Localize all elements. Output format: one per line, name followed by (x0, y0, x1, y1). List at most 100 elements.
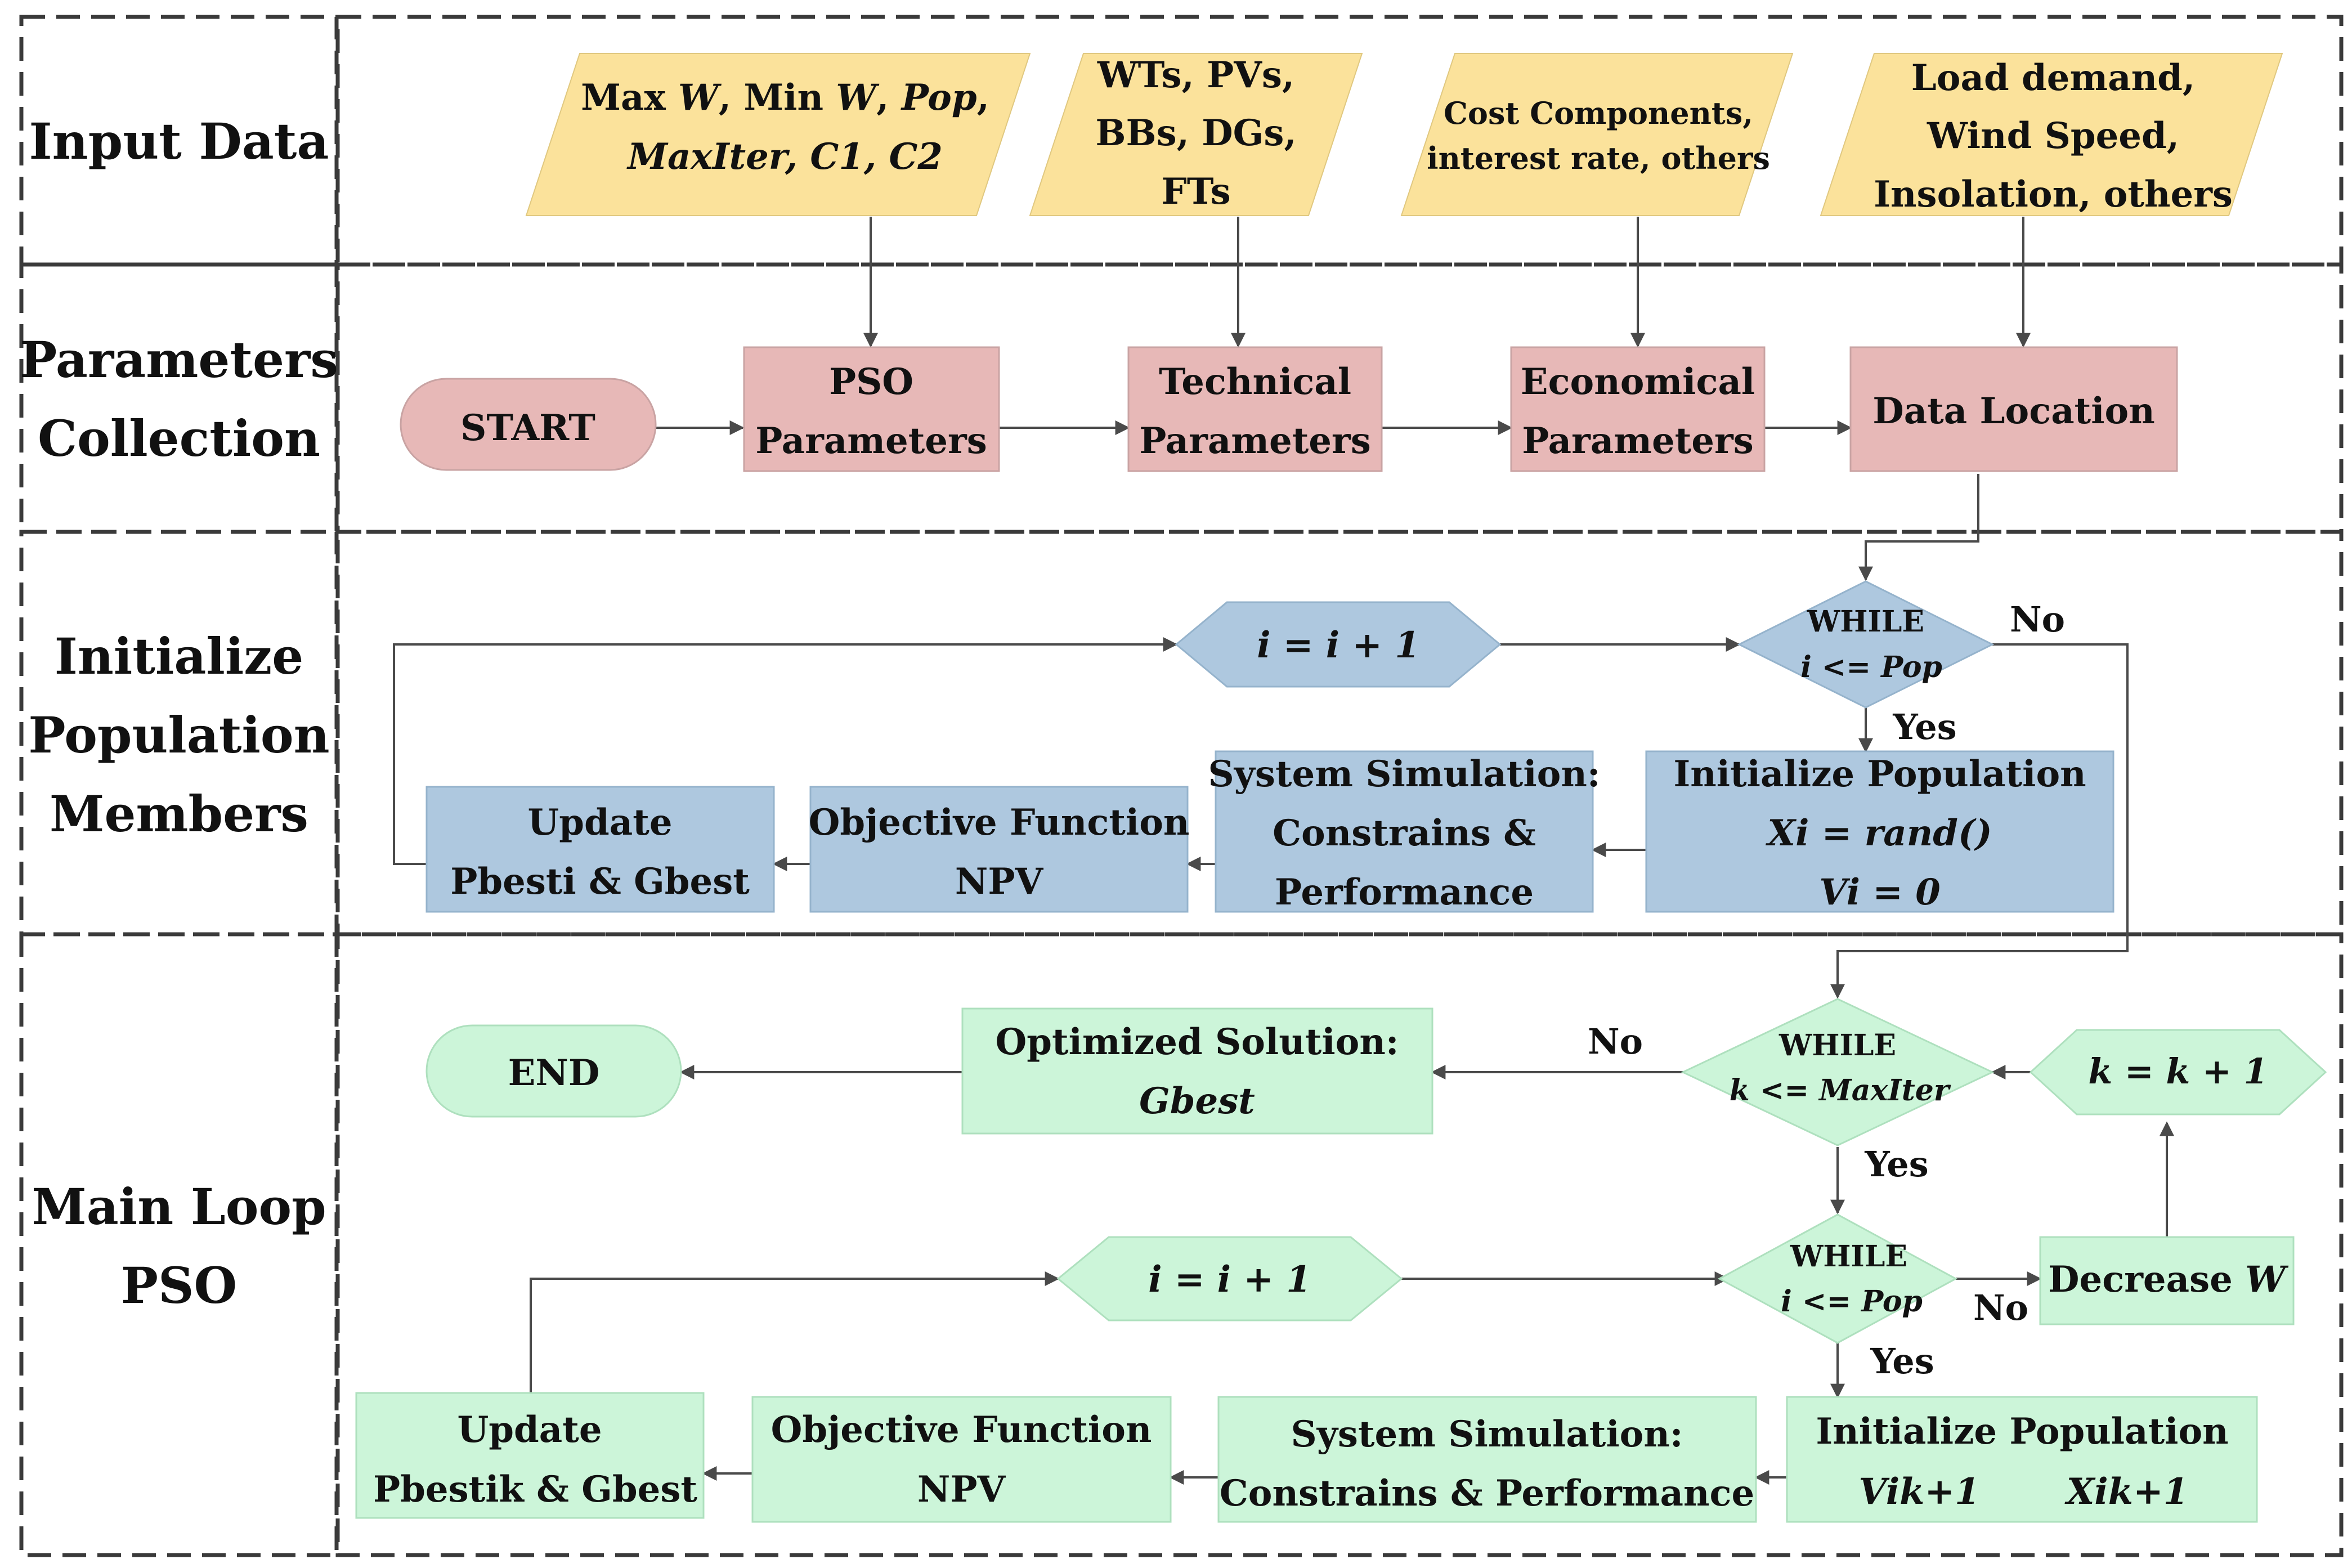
technical-parameters-box (1127, 346, 1383, 472)
main-population-v: Vik+1 (1858, 1471, 1979, 1513)
init-update-box (425, 786, 775, 913)
init-population-box (1645, 750, 2114, 913)
pso-parameters-line1: PSO (829, 361, 913, 403)
lane-label-init-3: Members (50, 785, 308, 843)
input-data-nodes (525, 53, 2283, 216)
main-simulation-box (1217, 1396, 1757, 1523)
input-pso-parallelogram (525, 53, 1031, 216)
optimized-solution-line2: Gbest (1139, 1080, 1255, 1122)
lane-label-init-1: Initialize (55, 627, 304, 686)
init-while-line1: WHILE (1807, 604, 1924, 639)
init-simulation-line2: Constrains & (1273, 812, 1536, 854)
init-while-line2: i <= Pop (1800, 650, 1942, 684)
init-nodes (425, 580, 2114, 913)
technical-parameters-line2: Parameters (1139, 420, 1371, 462)
lane-label-init-2: Population (28, 706, 329, 764)
outer-no-label: No (1588, 1021, 1643, 1062)
init-update-line1: Update (527, 801, 672, 844)
connectors (393, 217, 2174, 1485)
lane-main-content-box (335, 932, 2344, 1557)
economical-parameters-line1: Economical (1521, 361, 1755, 403)
init-population-line1: Initialize Population (1673, 753, 2086, 795)
arrow-init-update-increment (393, 637, 1178, 865)
input-pso-line2: MaxIter, C1, C2 (626, 136, 943, 178)
decrease-w-label: Decrease W (2048, 1258, 2289, 1301)
init-increment-label: i = i + 1 (1257, 624, 1420, 666)
init-objective-line2: NPV (955, 861, 1044, 903)
end-terminal (425, 1024, 682, 1118)
input-data-line1: Load demand, (1911, 57, 2195, 99)
init-objective-box (809, 786, 1189, 913)
init-population-line2: Xi = rand() (1765, 812, 1992, 854)
start-label: START (460, 407, 595, 449)
lane-params-content-box (335, 262, 2344, 534)
decrease-w-box (2039, 1236, 2295, 1325)
lane-labels: Input Data Parameters Collection Initial… (20, 112, 338, 1315)
lane-label-main-1: Main Loop (32, 1177, 326, 1236)
init-population-line3: Vi = 0 (1819, 871, 1941, 913)
outer-while-line2: k <= MaxIter (1730, 1073, 1951, 1108)
inner-while-diamond (1717, 1213, 1958, 1344)
init-objective-line1: Objective Function (809, 801, 1190, 844)
arrow-main-update-increment (530, 1271, 1060, 1393)
outer-yes-label: Yes (1864, 1144, 1928, 1185)
input-tech-line1: WTs, PVs, (1097, 54, 1294, 96)
pso-parameters-line2: Parameters (755, 420, 987, 462)
init-no-label: No (2010, 599, 2065, 640)
k-increment-hexagon (2029, 1029, 2327, 1115)
optimized-solution-box (961, 1007, 1433, 1135)
inner-while-line2: i <= Pop (1781, 1284, 1923, 1319)
input-econ-parallelogram (1400, 53, 1794, 216)
lane-label-input: Input Data (29, 112, 329, 171)
params-texts: START PSO Parameters Technical Parameter… (460, 361, 2155, 462)
input-tech-line2: BBs, DGs, (1095, 112, 1296, 154)
technical-parameters-line1: Technical (1159, 361, 1351, 403)
main-texts: END Optimized Solution: Gbest No WHILE k… (373, 1021, 2289, 1515)
input-data-line2: Wind Speed, (1927, 115, 2179, 157)
outer-while-diamond (1681, 998, 1995, 1146)
pso-parameters-box (743, 346, 1000, 472)
input-econ-line2: interest rate, others (1427, 140, 1770, 176)
optimized-solution-line1: Optimized Solution: (996, 1021, 1399, 1063)
main-increment-label: i = i + 1 (1148, 1258, 1311, 1301)
main-population-x: Xik+1 (2064, 1471, 2188, 1513)
main-objective-box (751, 1396, 1172, 1523)
main-update-line2: Pbestik & Gbest (373, 1468, 697, 1511)
init-update-line2: Pbesti & Gbest (450, 861, 750, 903)
inner-while-line1: WHILE (1790, 1239, 1907, 1274)
main-nodes (355, 998, 2327, 1523)
inner-no-label: No (1973, 1287, 2028, 1328)
main-update-box (355, 1392, 705, 1519)
main-objective-line1: Objective Function (771, 1409, 1152, 1451)
main-increment-hexagon (1056, 1236, 1403, 1321)
lane-input-content-box (335, 15, 2344, 267)
lane-params-label-box (19, 262, 339, 534)
data-location-box (1849, 346, 2178, 472)
end-label: END (508, 1052, 600, 1094)
lane-borders (19, 15, 2344, 1557)
main-objective-line2: NPV (917, 1468, 1006, 1511)
init-simulation-box (1215, 750, 1594, 913)
lane-init-content-box (335, 530, 2344, 937)
input-data-line3: Insolation, others (1874, 173, 2233, 216)
main-simulation-line1: System Simulation: (1291, 1413, 1683, 1455)
init-simulation-line1: System Simulation: (1208, 753, 1601, 795)
arrow-init-no-main-while (1830, 643, 2129, 999)
lane-main-label-box (19, 932, 339, 1557)
init-increment-hexagon (1175, 601, 1502, 688)
lane-label-params-2: Collection (38, 409, 320, 468)
economical-parameters-line2: Parameters (1522, 420, 1754, 462)
input-data-parallelogram (1820, 53, 2283, 216)
start-terminal (400, 378, 657, 471)
main-population-line1: Initialize Population (1816, 1410, 2228, 1453)
init-simulation-line3: Performance (1275, 871, 1534, 913)
main-simulation-line2: Constrains & Performance (1220, 1472, 1754, 1515)
init-yes-label: Yes (1892, 706, 1956, 747)
input-pso-line1: Max W, Min W, Pop, (581, 77, 989, 119)
lane-label-main-2: PSO (121, 1256, 237, 1315)
inner-yes-label: Yes (1870, 1341, 1934, 1382)
init-while-diamond (1737, 580, 1995, 709)
k-increment-label: k = k + 1 (2088, 1051, 2268, 1092)
economical-parameters-box (1510, 346, 1766, 472)
